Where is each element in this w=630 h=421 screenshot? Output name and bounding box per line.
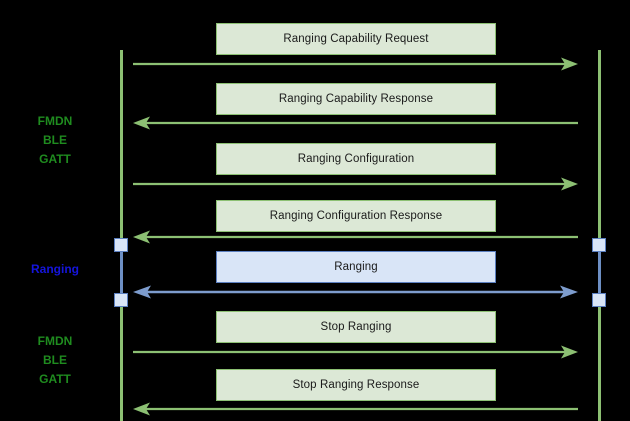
message-box-ranging-configuration-response[interactable]: Ranging Configuration Response bbox=[216, 200, 496, 232]
left-lifeline-ranging-activation bbox=[120, 245, 123, 300]
activation-marker-right-start bbox=[592, 238, 606, 252]
arrow-ranging-capability-request bbox=[133, 57, 578, 71]
message-box-ranging[interactable]: Ranging bbox=[216, 251, 496, 283]
message-box-ranging-configuration[interactable]: Ranging Configuration bbox=[216, 143, 496, 175]
arrow-ranging-configuration bbox=[133, 177, 578, 191]
arrow-ranging-configuration-response bbox=[133, 230, 578, 244]
activation-marker-left-start bbox=[114, 238, 128, 252]
right-lifeline-ranging-activation bbox=[598, 245, 601, 300]
left-lifeline bbox=[120, 50, 123, 421]
arrow-ranging-capability-response bbox=[133, 116, 578, 130]
message-box-stop-ranging[interactable]: Stop Ranging bbox=[216, 311, 496, 343]
message-box-ranging-capability-request[interactable]: Ranging Capability Request bbox=[216, 23, 496, 55]
arrow-stop-ranging-response bbox=[133, 402, 578, 416]
activation-marker-left-end bbox=[114, 293, 128, 307]
message-box-stop-ranging-response[interactable]: Stop Ranging Response bbox=[216, 369, 496, 401]
arrow-stop-ranging bbox=[133, 345, 578, 359]
right-lifeline bbox=[598, 50, 601, 421]
arrow-ranging-bidirectional bbox=[133, 285, 578, 299]
phase-label-fmdn-ble-gatt-bottom: FMDN BLE GATT bbox=[37, 334, 73, 386]
message-box-ranging-capability-response[interactable]: Ranging Capability Response bbox=[216, 83, 496, 115]
phase-label-ranging: Ranging bbox=[31, 262, 79, 276]
activation-marker-right-end bbox=[592, 293, 606, 307]
phase-label-fmdn-ble-gatt-top: FMDN BLE GATT bbox=[37, 114, 73, 166]
